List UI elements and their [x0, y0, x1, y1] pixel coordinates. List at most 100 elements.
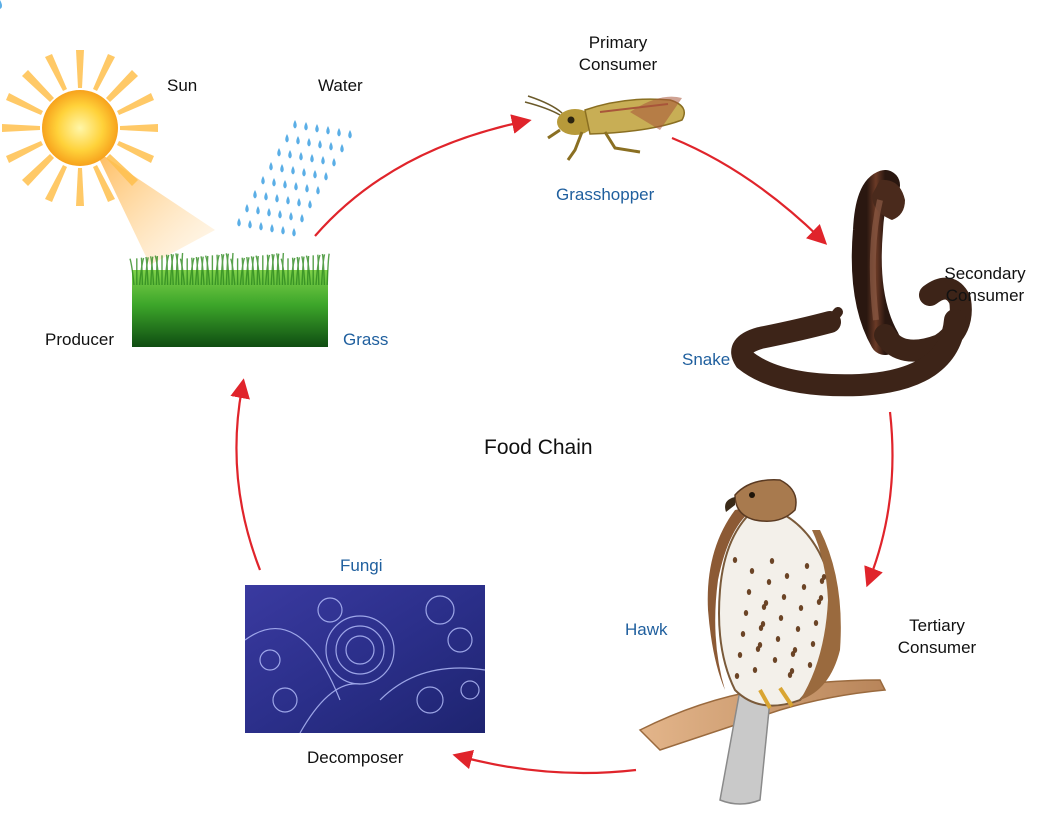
hawk-spot	[740, 631, 746, 637]
water-drop	[315, 124, 319, 133]
grass-blade	[145, 256, 149, 286]
hawk-spot	[760, 621, 766, 627]
water-drop	[294, 182, 298, 191]
water-drop	[296, 136, 300, 145]
grass-blade	[305, 255, 312, 286]
grass-blade	[165, 254, 169, 286]
grass-blade	[154, 255, 160, 286]
water-drop	[318, 140, 322, 149]
hawk-spot	[772, 657, 778, 663]
water-drop	[300, 214, 304, 223]
hawk-spot	[766, 579, 772, 585]
grass-blade	[271, 253, 275, 286]
fungi-icon	[244, 585, 486, 734]
hawk-spot	[737, 652, 743, 658]
water-drop	[299, 152, 303, 161]
water-drop	[253, 190, 257, 199]
label-secondary-line2: Consumer	[945, 286, 1025, 305]
water-drop	[337, 128, 341, 137]
grass-blade	[179, 258, 186, 286]
label-secondary-line1: Secondary	[944, 264, 1026, 283]
grass-blade	[301, 256, 306, 286]
hawk-spot	[813, 620, 819, 626]
water-drop	[329, 142, 333, 151]
label-hawk: Hawk	[625, 620, 668, 639]
label-tertiary-consumer: Tertiary Consumer	[885, 615, 989, 659]
grass-blade	[195, 256, 200, 286]
water-drop	[277, 148, 281, 157]
grass-blade	[241, 257, 244, 286]
hawk-spot	[818, 595, 824, 601]
hawk-spot	[732, 557, 738, 563]
grass-icon	[129, 252, 330, 347]
water-drop	[305, 184, 309, 193]
grass-blade	[291, 257, 295, 286]
hawk-spot	[749, 568, 755, 574]
water-drop	[332, 158, 336, 167]
grass-blade	[321, 253, 326, 286]
water-drop	[307, 138, 311, 147]
hawk-spot	[789, 668, 795, 674]
water-drop	[308, 200, 312, 209]
water-drop	[285, 134, 289, 143]
label-producer: Producer	[45, 330, 114, 349]
grass-blade	[230, 258, 236, 286]
grasshopper-icon	[524, 95, 685, 161]
grass-blade	[275, 253, 281, 286]
water-drop	[288, 150, 292, 159]
grass-blade	[204, 255, 211, 286]
label-grasshopper: Grasshopper	[556, 185, 655, 204]
label-primary-line2: Consumer	[578, 55, 658, 74]
grass-blade	[266, 254, 270, 286]
water-drop	[348, 130, 352, 139]
water-drop	[304, 122, 308, 131]
water-drop	[269, 162, 273, 171]
hawk-spot	[778, 615, 784, 621]
arrow-hawk-to-fungi	[452, 749, 637, 775]
water-drop	[283, 180, 287, 189]
hawk-spot	[743, 610, 749, 616]
grass-blade	[140, 257, 144, 286]
hawk-spot	[810, 641, 816, 647]
hawk-spot	[757, 642, 763, 648]
water-drop	[245, 204, 249, 213]
water-drop	[286, 196, 290, 205]
water-drop	[281, 226, 285, 235]
water-drop	[267, 208, 271, 217]
grass-blade	[200, 256, 205, 286]
hawk-spot	[807, 662, 813, 668]
diagram-title: Food Chain	[484, 436, 593, 459]
water-drop	[280, 164, 284, 173]
water-drop	[302, 168, 306, 177]
grass-blade	[225, 253, 230, 286]
water-drop	[316, 186, 320, 195]
grass-blade	[246, 256, 250, 286]
grass-blade	[326, 253, 330, 286]
water-drops	[237, 120, 352, 237]
water-drop	[293, 120, 297, 129]
water-drop	[278, 210, 282, 219]
water-drop	[289, 212, 293, 221]
grass-blade	[220, 253, 225, 286]
hawk-spot	[821, 574, 827, 580]
label-tertiary-line2: Consumer	[897, 638, 977, 657]
water-drop	[248, 220, 252, 229]
arrow-grasshopper-to-snake	[671, 136, 828, 245]
label-primary-consumer: Primary Consumer	[568, 32, 668, 76]
arrow-grass-to-grasshopper	[314, 114, 532, 237]
water-drop	[310, 154, 314, 163]
water-drop	[326, 126, 330, 135]
hawk-icon	[638, 479, 887, 805]
arrow-snake-to-hawk	[864, 411, 894, 588]
grass-blade	[250, 256, 256, 286]
cycle-arrows	[230, 114, 894, 775]
hawk-spot	[781, 594, 787, 600]
grass-blade	[170, 253, 174, 286]
water-drop	[259, 222, 263, 231]
water-drop	[270, 224, 274, 233]
hawk-spot	[752, 667, 758, 673]
water-drop	[324, 172, 328, 181]
water-drops-icon	[0, 0, 2, 9]
water-drop	[275, 194, 279, 203]
water-drop	[292, 228, 296, 237]
